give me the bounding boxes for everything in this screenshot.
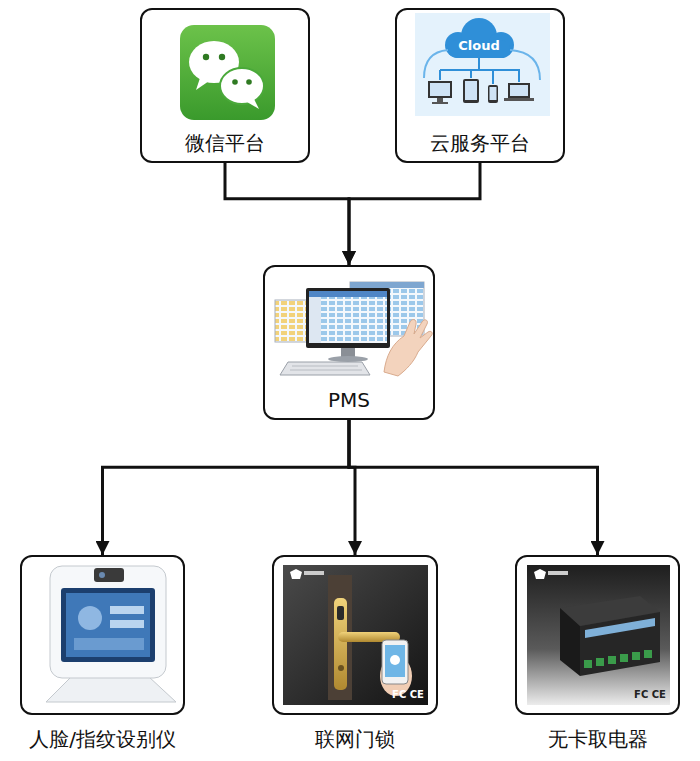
device-node: 人脸/指纹设别仪 <box>20 555 185 751</box>
kiosk-illustration <box>46 566 176 702</box>
device-frame <box>20 555 185 715</box>
certification-mark: FC CE <box>392 689 424 700</box>
connector-arrow <box>225 163 349 265</box>
platform-label: 微信平台 <box>185 131 265 155</box>
device-label: 人脸/指纹设别仪 <box>29 727 176 751</box>
device-node: 联网门锁 <box>272 555 438 751</box>
certification-mark: FC CE <box>634 689 666 700</box>
platform-box: PMS <box>263 265 435 420</box>
cloud-label: Cloud <box>458 38 500 53</box>
connector-arrow <box>349 163 480 265</box>
platform-label: 云服务平台 <box>430 131 530 155</box>
device-label: 联网门锁 <box>315 727 395 751</box>
power-switch-illustration <box>527 565 670 705</box>
device-label: 无卡取电器 <box>548 727 648 751</box>
wechat-icon <box>180 25 275 120</box>
cloud-illustration <box>415 13 550 116</box>
platform-box: 云服务平台 <box>395 8 565 163</box>
device-node: 无卡取电器 <box>515 555 680 751</box>
door-lock-illustration <box>283 565 428 705</box>
platform-label: PMS <box>328 388 370 412</box>
connector-arrow <box>103 420 350 555</box>
pms-illustration <box>275 282 432 376</box>
connector-arrow <box>349 420 598 555</box>
platform-box: 微信平台 <box>140 8 310 163</box>
